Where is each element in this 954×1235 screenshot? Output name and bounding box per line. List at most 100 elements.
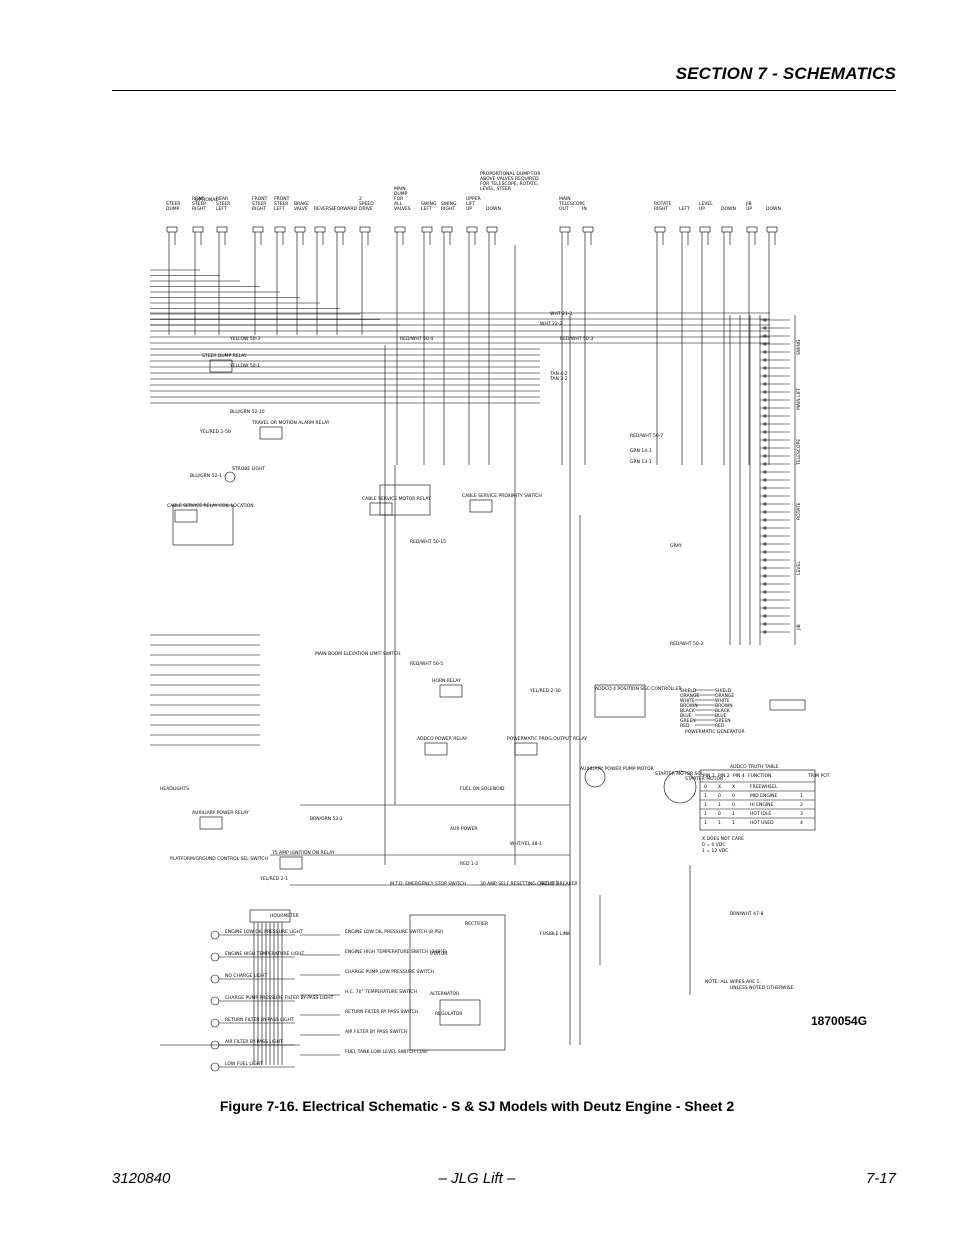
wire-label: TAN 3-2 (549, 376, 568, 382)
relay-box (369, 502, 393, 516)
truth-table-header: PIN 2 (718, 773, 730, 779)
component-label: POWERMATIC GENERATOR (685, 729, 745, 735)
component-label: HEADLIGHTS (160, 786, 189, 792)
terminal (763, 382, 767, 386)
valve-label: LEFT (421, 206, 432, 212)
relay-box (469, 499, 493, 513)
valve-label: MAIN (559, 196, 571, 202)
relay-label: 75 AMP IGNITION ON RELAY (272, 850, 335, 856)
wire-label: BRN/ORN 53-2 (310, 816, 343, 822)
electrical-schematic: STEERDUMPREARSTEERRIGHTREARSTEERLEFTFRON… (150, 171, 830, 1072)
valve-label: REAR (216, 196, 228, 202)
valve-label: FRONT (274, 196, 290, 202)
terminal (763, 390, 767, 394)
component-label: STATOR (430, 951, 447, 957)
figure-caption: Figure 7-16. Electrical Schematic - S & … (219, 1098, 735, 1114)
section-title: SECTION 7 - SCHEMATICS (675, 64, 896, 83)
truth-cell: 2 (800, 802, 803, 808)
terminal (763, 470, 767, 474)
addco-actuator-box (769, 699, 806, 711)
valve-coil (699, 226, 711, 233)
truth-table-note: 0 = 0 VDC (702, 842, 725, 848)
schematic-note: NOTE: ALL WIRES ARE 1. (705, 979, 761, 985)
valve-label: ROTATE (654, 201, 672, 207)
valve-label: STEER (192, 201, 206, 207)
valve-label: STEER (166, 201, 180, 207)
harness-color-label: GREEN (715, 718, 731, 724)
harness-color-label: SHIELD (680, 688, 697, 694)
relay-box (439, 684, 463, 698)
indicator-light (210, 1062, 220, 1072)
terminal (763, 510, 767, 514)
valve-coil (394, 226, 406, 233)
group-label: JIB (796, 624, 802, 631)
wire-label: RED/WHT 50-7 (630, 433, 663, 439)
wire-label: RED 1-2 (460, 861, 478, 867)
terminal (763, 534, 767, 538)
engine-light-label: CHARGE PUMP PRESSURE FILTER BY-PASS LIGH… (225, 995, 334, 1001)
truth-cell: 1 (732, 820, 735, 826)
relay-box (174, 509, 198, 523)
truth-cell: HOT USED (750, 820, 774, 826)
footer-page-number: 7-17 (865, 1170, 896, 1187)
truth-table-header: FUNCTION (748, 773, 771, 779)
terminal (763, 622, 767, 626)
valve-label: STEER (252, 201, 266, 207)
truth-cell: 0 (718, 811, 721, 817)
wire-label: GRN 14-3 (630, 448, 652, 454)
valve-label: RIGHT (192, 206, 206, 212)
valve-coil (421, 226, 433, 233)
truth-cell: 3 (800, 811, 803, 817)
truth-cell: 0 (732, 802, 735, 808)
relay-label: TRAVEL OR MOTION ALARM RELAY (251, 420, 330, 426)
component-label: STARTER MOTOR SOL (655, 771, 704, 777)
component-label: PLATFORM/GROUND CONTROL SEL SWITCH (170, 856, 268, 862)
truth-cell: 4 (800, 820, 803, 826)
valve-coil (654, 226, 666, 233)
harness-color-label: WHITE (715, 698, 730, 704)
engine-light-label: ENGINE LOW OIL PRESSURE LIGHT (225, 929, 303, 935)
schematic-note: UNLESS NOTED OTHERWISE. (730, 985, 795, 991)
valve-label: DRIVE (359, 206, 373, 212)
prop-dump-note: FOR TELESCOPE, ROTATE, (480, 181, 538, 187)
footer-doc-number: 3120840 (112, 1170, 171, 1187)
valve-coil (746, 226, 758, 233)
relay-label: CABLE SERVICE RELAY COIL LOCATION (167, 503, 254, 509)
truth-cell: HOT IDLE (750, 811, 771, 817)
valve-label: DUMP (166, 206, 180, 212)
truth-cell: MID ENGINE (750, 793, 777, 799)
wire-label: BLU/GRN 52-10 (230, 409, 265, 415)
valve-coil (294, 226, 306, 233)
indicator-light (210, 1018, 220, 1028)
valve-coil (334, 226, 346, 233)
wire-label: RED/WHT 50-3 (560, 336, 593, 342)
valve-label: 2 (359, 196, 362, 202)
harness-color-label: ORANGE (715, 693, 734, 699)
component-label: RECTIFIER (465, 921, 488, 927)
valve-label: REVERSE (314, 206, 335, 212)
terminal (763, 334, 767, 338)
valve-coil (359, 226, 371, 233)
terminal (763, 454, 767, 458)
regulator-box (439, 999, 481, 1026)
truth-cell: 1 (718, 820, 721, 826)
valve-label: UP (746, 206, 752, 212)
truth-cell: 1 (704, 811, 707, 817)
wire-label: GRAY (670, 543, 682, 549)
truth-table-header: PIN 1 (703, 773, 715, 779)
valve-coil (192, 226, 204, 233)
starter-motor-symbol (663, 770, 697, 804)
valve-coil (466, 226, 478, 233)
terminal (763, 566, 767, 570)
harness-color-label: BLUE (680, 713, 692, 719)
terminal (763, 590, 767, 594)
terminal (763, 422, 767, 426)
terminal (763, 398, 767, 402)
component-label: HOURMETER (270, 913, 299, 919)
relay-label: POWERMATIC PROG OUTPUT RELAY (507, 736, 587, 742)
cable-service-box (379, 484, 431, 516)
valve-coil (679, 226, 691, 233)
engine-switch-label: ENGINE LOW OIL PRESSURE SWITCH (8 PSI) (345, 929, 443, 935)
valve-label: JIB (745, 201, 752, 207)
relay-box (514, 742, 538, 756)
